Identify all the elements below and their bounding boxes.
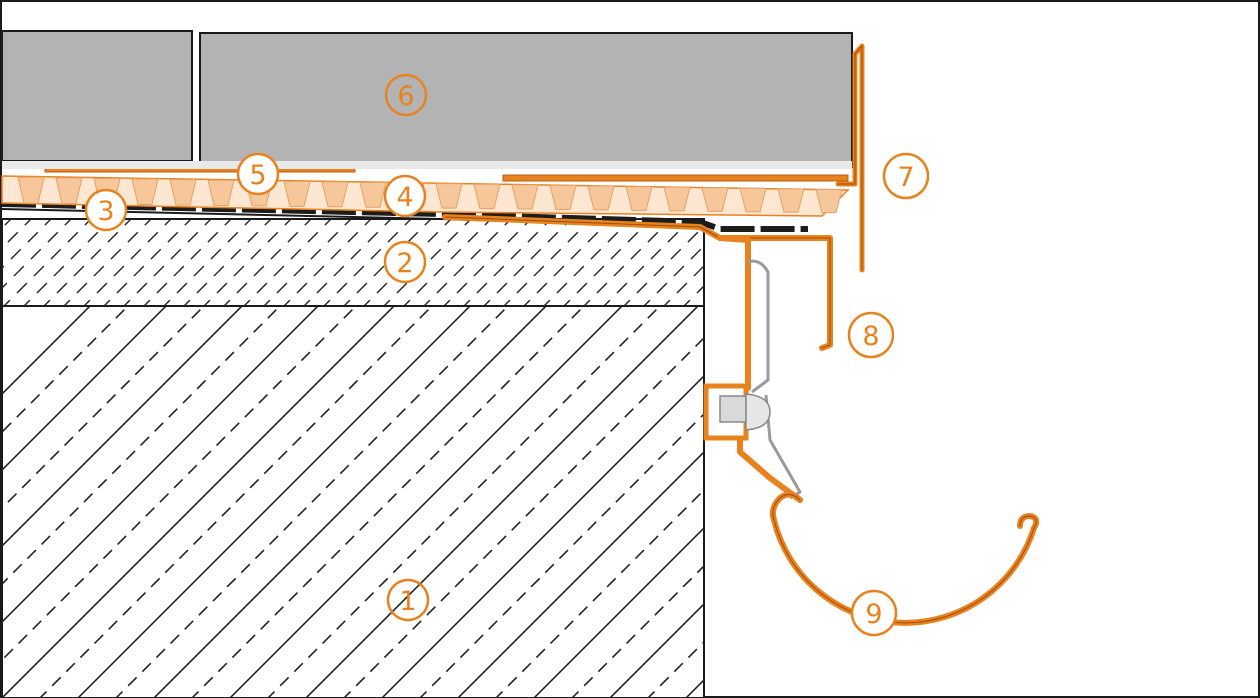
callout-5-label: 5 (249, 160, 266, 191)
hatch-line (38, 306, 434, 698)
hatch-line (2, 306, 320, 624)
hatch-line (456, 450, 704, 698)
mat-cell (511, 184, 539, 210)
mat-cell (663, 186, 691, 212)
mat-cell (359, 182, 387, 208)
callout-9-label: 9 (865, 599, 882, 630)
hatch-line (228, 306, 624, 698)
gutter-bracket (703, 235, 803, 503)
mat-cell (739, 187, 767, 213)
hatch-line (2, 306, 206, 510)
callout-3-label: 3 (97, 196, 114, 227)
callout-4: 4 (383, 174, 427, 218)
hatch-line (304, 306, 700, 698)
hatch-line (2, 306, 168, 472)
callout-4-label: 4 (396, 182, 413, 213)
hatch-line (380, 374, 704, 698)
mat-cell (625, 186, 653, 211)
drip-profile-outline (444, 216, 831, 349)
hatch-line (114, 306, 510, 698)
hatch-line (418, 412, 704, 698)
callout-8: 8 (847, 311, 895, 359)
mat-cell (169, 179, 197, 206)
callout-6: 6 (384, 73, 428, 117)
waterproofing-membrane (1, 201, 808, 232)
hatch-line (266, 306, 662, 698)
mat-cell (207, 179, 235, 206)
hatch-line (76, 306, 472, 698)
mat-cell (815, 189, 843, 214)
grout-bed (2, 161, 852, 169)
mat-cell (701, 187, 729, 212)
callout-1-label: 1 (399, 586, 416, 617)
hatch-line (608, 602, 704, 698)
mat-cell (17, 176, 45, 204)
callout-2-label: 2 (396, 248, 413, 279)
tile-slab-main (199, 32, 853, 168)
mat-cell (473, 183, 501, 210)
hatch-line (2, 306, 92, 396)
mat-cell (283, 180, 311, 207)
mat-cell (587, 185, 615, 211)
hatch-line (2, 306, 358, 662)
callout-6-label: 6 (397, 81, 414, 112)
callout-5: 5 (236, 152, 280, 196)
callout-8-label: 8 (862, 321, 879, 352)
mat-cell (777, 188, 805, 213)
callout-7: 7 (882, 152, 930, 200)
hatch-line (532, 526, 704, 698)
bracket-screw-icon (745, 393, 771, 431)
hatch-line (2, 306, 244, 548)
mat-cell (55, 177, 83, 205)
gutter-outline (772, 494, 1037, 624)
concrete-slab (1, 305, 705, 698)
callout-1: 1 (386, 578, 430, 622)
hatch-line (494, 488, 704, 698)
hatch-line (342, 336, 704, 698)
callout-7-label: 7 (897, 162, 914, 193)
mat-cell (549, 184, 577, 210)
callout-2: 2 (383, 240, 427, 284)
hatch-line (152, 306, 548, 698)
tile-slab-left (1, 30, 193, 162)
callout-3: 3 (84, 188, 128, 232)
mat-cell (435, 183, 463, 209)
mat-cell (321, 181, 349, 208)
hatch-line (2, 306, 396, 698)
edge-profile-outline (837, 45, 863, 271)
hatch-line (2, 306, 282, 586)
bonding-flange-right (502, 174, 849, 182)
hatch-line (2, 306, 130, 434)
hatch-line (190, 306, 586, 698)
mat-cell (131, 178, 159, 206)
screed-layer (1, 218, 705, 307)
callout-9: 9 (850, 589, 898, 637)
